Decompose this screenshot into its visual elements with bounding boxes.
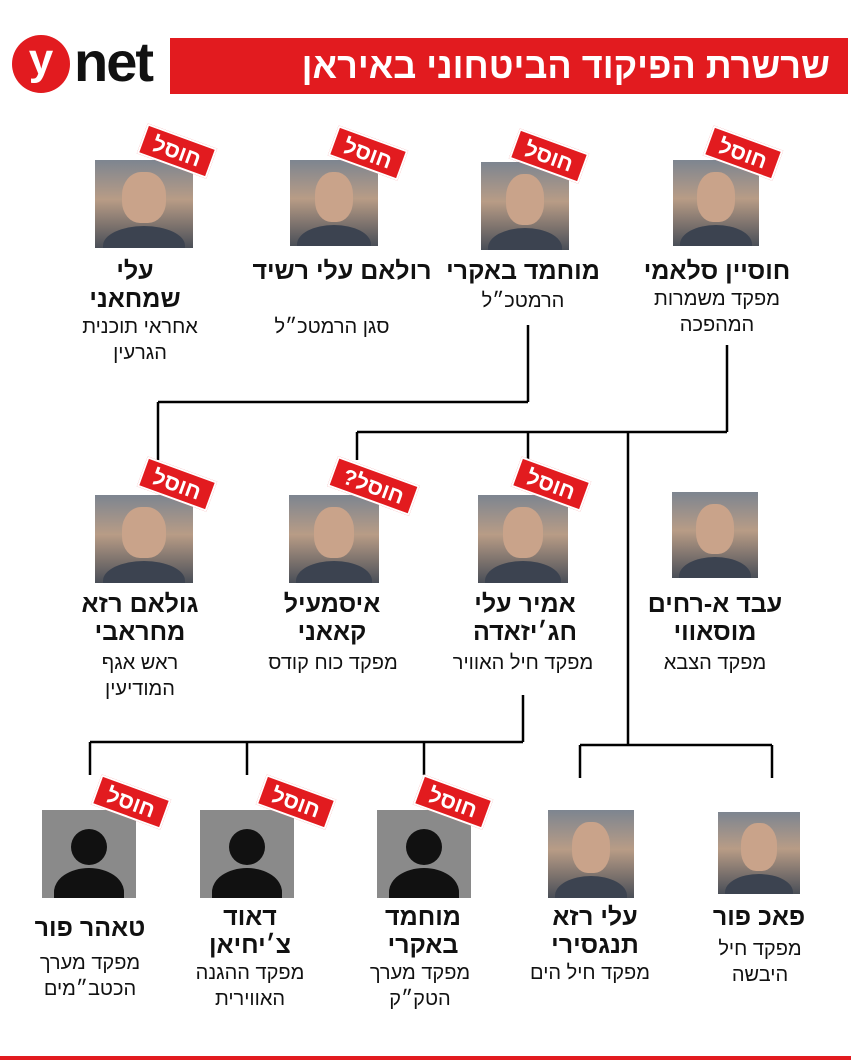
page-title: שרשרת הפיקוד הביטחוני באיראן	[301, 45, 830, 86]
portrait-salami	[673, 160, 759, 246]
portrait-pakpour	[718, 812, 800, 894]
person-name: טאהר פור	[34, 914, 146, 942]
person-role: מפקד מערך הכטב״מים	[39, 952, 141, 1000]
person-role: מפקד ההגנה האווירית	[195, 962, 305, 1010]
placeholder-avatar	[200, 810, 294, 898]
placeholder-avatar	[377, 810, 471, 898]
portrait-shamkhani	[95, 160, 193, 248]
portrait-bagheri	[481, 162, 569, 250]
placeholder-avatar	[42, 810, 136, 898]
portrait-tangsiri	[548, 810, 634, 898]
person-role: מפקד חיל הים	[530, 962, 650, 984]
person-name: מוחמד באקרי	[446, 257, 600, 285]
bottom-rule	[0, 1056, 851, 1060]
ynet-logo-circle: y	[12, 35, 70, 93]
portrait-rezaei	[95, 495, 193, 583]
person-name: עלי שמחאני	[89, 257, 181, 313]
person-name: רולאם עלי רשיד	[252, 257, 432, 285]
person-name: מוחמד באקרי	[385, 903, 461, 959]
person-name: חוסיין סלאמי	[643, 257, 791, 285]
person-role: מפקד משמרות המהפכה	[654, 288, 780, 336]
header: y net שרשרת הפיקוד הביטחוני באיראן	[0, 0, 851, 110]
person-name: עבד א-רחים מוסאווי	[647, 590, 783, 646]
title-bar: שרשרת הפיקוד הביטחוני באיראן	[170, 38, 848, 94]
person-role: סגן הרמטכ״ל	[274, 316, 390, 338]
person-role: מפקד הצבא	[663, 652, 767, 674]
person-name: גולאם רזא מחראבי	[81, 590, 199, 646]
person-role: ראש אגף המודיעין	[101, 652, 179, 700]
person-name: אמיר עלי חג׳יזאדה	[472, 590, 578, 646]
person-role: מפקד כוח קודס	[268, 652, 398, 674]
portrait-mousavi	[672, 492, 758, 578]
person-role: אחראי תוכנית הגרעין	[82, 316, 198, 364]
person-role: מפקד מערך הטק״ק	[369, 962, 471, 1010]
person-role: הרמטכ״ל	[481, 290, 565, 312]
person-name: פאכ פור	[712, 903, 806, 931]
person-name: עלי רזא תנגסירי	[551, 903, 639, 959]
person-role: מפקד חיל היבשה	[718, 938, 802, 986]
ynet-logo-text: net	[74, 30, 154, 93]
portrait-rashid	[290, 160, 378, 246]
person-name: דאוד צ׳יחיאן	[208, 903, 292, 959]
portrait-hajizadeh	[478, 495, 568, 583]
person-name: איסמעיל קאאני	[283, 590, 381, 646]
portrait-qaani	[289, 495, 379, 583]
person-role: מפקד חיל האוויר	[452, 652, 594, 674]
